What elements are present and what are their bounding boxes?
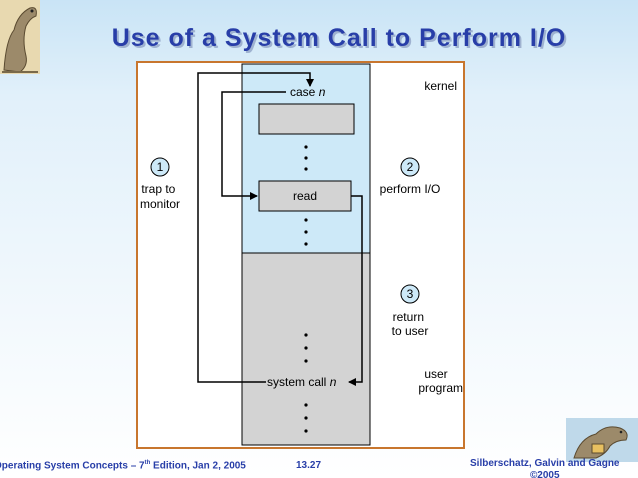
step-2-text: perform I/O [380, 182, 441, 196]
step-1-text: trap to monitor [140, 182, 180, 211]
trap-to-monitor-arrow [197, 72, 314, 383]
step-2-number: 2 [407, 160, 414, 174]
system-call-label: system call n [267, 375, 337, 389]
step-1-number: 1 [157, 160, 164, 174]
kernel-code-block [258, 103, 355, 135]
case-label: case n [290, 85, 326, 99]
step-1-badge [150, 157, 170, 177]
dinosaur-logo-bottom [566, 418, 638, 462]
dinosaur-logo-top [0, 0, 40, 74]
footer-book-title: Operating System Concepts – 7th Edition,… [0, 460, 246, 472]
kernel-label: kernel [424, 79, 457, 93]
read-routine-box [258, 180, 352, 212]
dispatch-to-read-arrow [221, 91, 286, 200]
return-to-user-arrow [348, 195, 363, 386]
slide-title: Use of a System Call to Perform I/O [111, 24, 567, 52]
step-2-badge [400, 157, 420, 177]
step-3-badge [400, 284, 420, 304]
user-program-label: user program [418, 367, 463, 395]
step-3-text: return to user [392, 310, 429, 338]
ellipsis-dots [304, 145, 308, 433]
read-label: read [293, 189, 317, 203]
step-3-number: 3 [407, 287, 414, 301]
footer-authors: Silberschatz, Galvin and Gagne ©2005 [470, 458, 620, 478]
footer-page-number: 13.27 [296, 460, 322, 471]
